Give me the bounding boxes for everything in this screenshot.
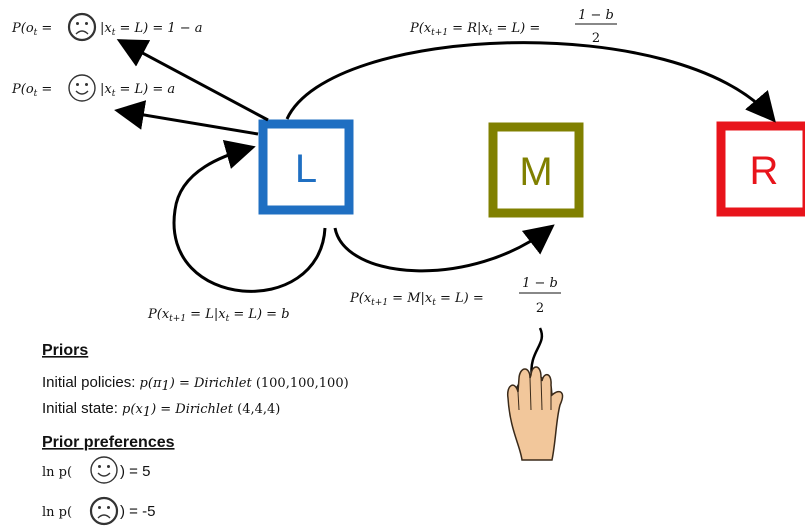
priors-policies: Initial policies: p(π1) = Dirichlet (100… [42, 374, 349, 394]
state-M-box [488, 122, 584, 218]
arrow-L-to-M [333, 224, 555, 273]
state-M-label: M [519, 150, 552, 194]
priors-state: Initial state: p(x1) = Dirichlet (4,4,4) [42, 400, 280, 420]
state-M: M [488, 122, 584, 218]
happy-face-icon [90, 456, 118, 484]
state-R: R [716, 121, 805, 217]
priors-section: Priors Initial policies: p(π1) = Dirichl… [42, 342, 349, 420]
state-L-box [258, 119, 354, 215]
svg-text:P(ot =: P(ot = [11, 21, 52, 38]
svg-text:) = -5: ) = -5 [120, 503, 155, 520]
mouse-hand-icon [506, 327, 564, 461]
arrow-L-to-sad-observation [116, 39, 269, 122]
state-L-label: L [295, 147, 317, 191]
eq-obs-sad: P(ot = |xt = L) = 1 − a [11, 12, 203, 42]
svg-text:|xt = L) = 1 − a: |xt = L) = 1 − a [100, 21, 203, 38]
svg-text:2: 2 [592, 31, 600, 46]
svg-text:ln p(: ln p( [42, 465, 72, 480]
state-L: L [258, 119, 354, 215]
preferences-heading: Prior preferences [42, 434, 175, 451]
preferences-section: Prior preferences ln p( ) = 5 ln p( ) = … [42, 434, 175, 526]
svg-text:ln p(: ln p( [42, 505, 72, 520]
sad-face-icon [89, 496, 119, 526]
svg-text:P(xt+1 = M|xt = L) =: P(xt+1 = M|xt = L) = [349, 291, 484, 308]
priors-heading: Priors [42, 342, 88, 359]
happy-face-icon [68, 74, 96, 102]
svg-text:P(xt+1 = L|xt = L) = b: P(xt+1 = L|xt = L) = b [147, 307, 290, 324]
eq-trans-L: P(xt+1 = L|xt = L) = b [147, 307, 290, 324]
arrow-L-to-R [285, 41, 776, 123]
svg-text:|xt = L) = a: |xt = L) = a [100, 82, 175, 99]
svg-text:P(xt+1 = R|xt = L) =: P(xt+1 = R|xt = L) = [409, 21, 540, 38]
arrow-L-to-happy-observation [114, 100, 259, 136]
svg-text:2: 2 [536, 301, 544, 316]
arrow-L-self-loop [172, 140, 327, 293]
state-R-box [716, 121, 805, 217]
eq-trans-M: P(xt+1 = M|xt = L) = 1 − b 2 [349, 276, 561, 316]
svg-text:1 − b: 1 − b [578, 8, 614, 23]
svg-text:) = 5: ) = 5 [120, 463, 150, 480]
state-R-label: R [750, 149, 779, 193]
svg-text:P(ot =: P(ot = [11, 82, 52, 99]
sad-face-icon [67, 12, 97, 42]
svg-text:1 − b: 1 − b [522, 276, 558, 291]
eq-trans-R: P(xt+1 = R|xt = L) = 1 − b 2 [409, 8, 617, 46]
eq-obs-happy: P(ot = |xt = L) = a [11, 74, 175, 102]
